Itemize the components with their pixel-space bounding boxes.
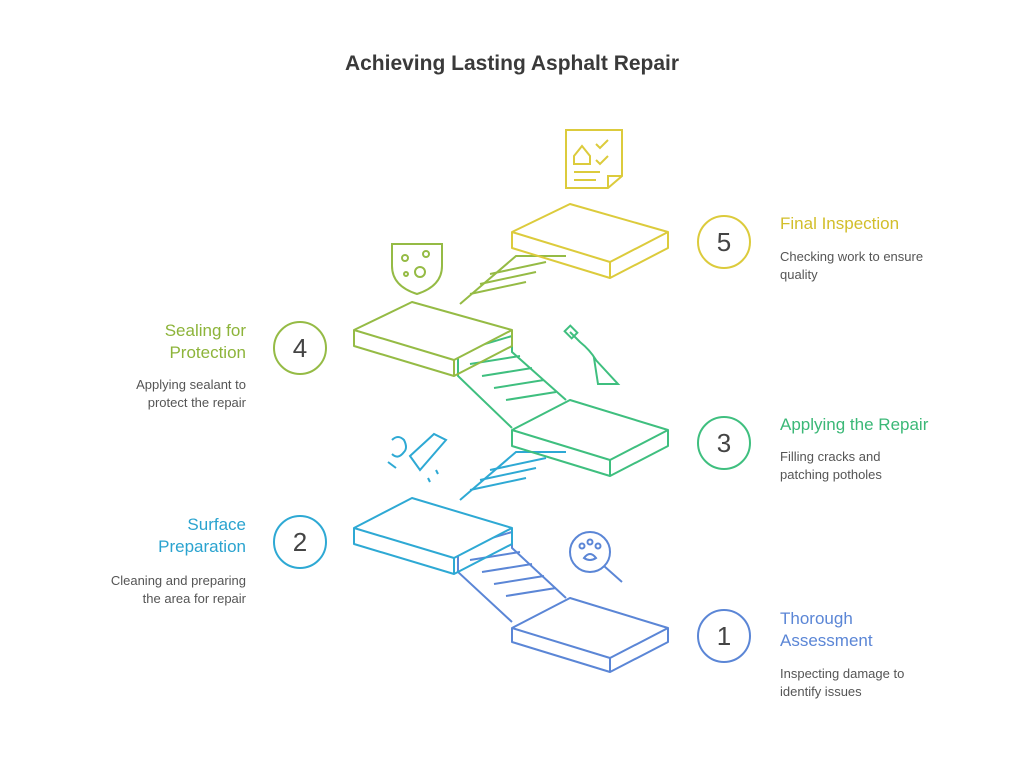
platform-1	[511, 597, 669, 673]
step-3-desc-line2: patching potholes	[780, 467, 882, 482]
step-1-description: Inspecting damage to identify issues	[780, 665, 904, 701]
step-1-heading-line2: Assessment	[780, 631, 873, 650]
platform-4	[353, 301, 513, 377]
stairs-2-3	[459, 451, 566, 501]
trowel-icon	[563, 324, 621, 385]
step-2-number: 2	[273, 515, 327, 569]
step-5-number: 5	[697, 215, 751, 269]
stairs-4-5	[459, 255, 566, 305]
platform-3	[511, 399, 669, 477]
step-5-desc-line1: Checking work to ensure	[780, 249, 924, 264]
step-2-description: Cleaning and preparing the area for repa…	[60, 572, 246, 608]
step-4-heading-line2: Protection	[169, 343, 246, 362]
step-5-heading: Final Inspection	[780, 213, 899, 235]
platform-2	[353, 497, 513, 575]
step-4-heading: Sealing for Protection	[100, 320, 246, 364]
step-5-description: Checking work to ensure quality	[780, 248, 923, 284]
step-1-desc-line2: identify issues	[780, 684, 862, 699]
step-3-heading-line1: Applying the Repair	[780, 415, 929, 434]
step-1-number: 1	[697, 609, 751, 663]
step-2-desc-line1: Cleaning and preparing	[110, 573, 246, 588]
shield-icon	[391, 243, 443, 296]
magnifier-paw-icon	[569, 531, 623, 583]
step-2-heading-line2: Preparation	[158, 537, 246, 556]
diagram-title: Achieving Lasting Asphalt Repair	[344, 52, 680, 75]
step-1-desc-line1: Inspecting damage to	[780, 666, 905, 681]
step-2-heading-line1: Surface	[187, 515, 246, 534]
checklist-icon	[565, 129, 623, 189]
broom-icon	[387, 432, 448, 483]
step-1-heading: Thorough Assessment	[780, 608, 873, 652]
platform-5	[511, 203, 669, 279]
step-4-desc-line2: protect the repair	[147, 395, 246, 410]
step-3-desc-line1: Filling cracks and	[780, 449, 881, 464]
step-4-number: 4	[273, 321, 327, 375]
step-4-heading-line1: Sealing for	[164, 321, 246, 340]
step-3-number: 3	[697, 416, 751, 470]
step-4-desc-line1: Applying sealant to	[136, 377, 246, 392]
step-2-desc-line2: the area for repair	[142, 591, 246, 606]
step-5-desc-line2: quality	[780, 267, 818, 282]
step-2-heading: Surface Preparation	[100, 514, 246, 558]
step-1-heading-line1: Thorough	[780, 609, 853, 628]
step-3-heading: Applying the Repair	[780, 414, 928, 436]
step-4-description: Applying sealant to protect the repair	[60, 376, 246, 412]
step-3-description: Filling cracks and patching potholes	[780, 448, 882, 484]
step-5-heading-line1: Final Inspection	[780, 214, 900, 233]
